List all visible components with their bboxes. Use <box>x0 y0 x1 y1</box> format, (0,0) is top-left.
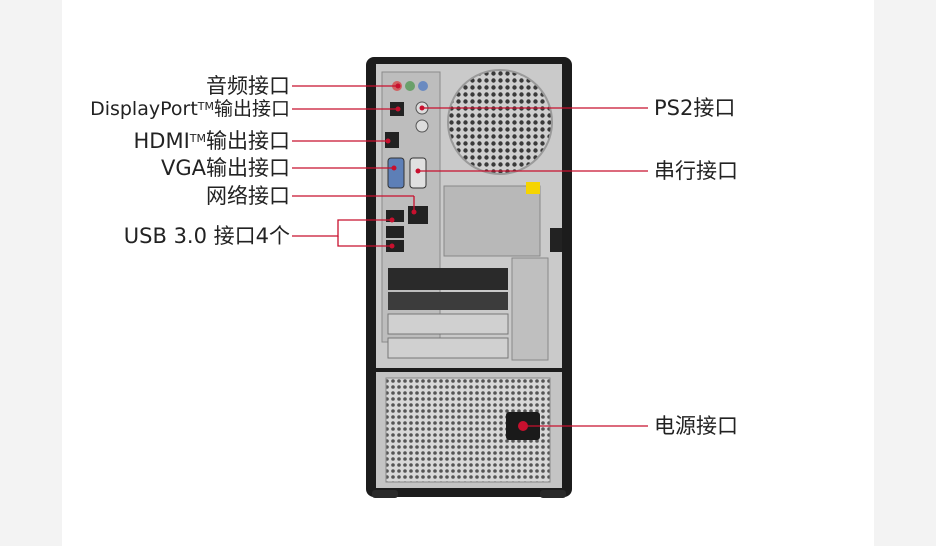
power-supply <box>385 377 551 483</box>
label-hdmi: HDMITM输出接口 <box>133 129 291 153</box>
rear-fan-icon <box>447 69 553 175</box>
label-network: 网络接口 <box>206 184 290 208</box>
label-ps2: PS2接口 <box>654 96 736 120</box>
label-displayport: DisplayPortTM输出接口 <box>90 98 290 120</box>
label-power: 电源接口 <box>654 414 738 438</box>
label-audio: 音频接口 <box>206 74 290 98</box>
leader-lines <box>292 85 648 427</box>
label-serial: 串行接口 <box>654 159 738 183</box>
label-usb: USB 3.0 接口4个 <box>123 224 290 248</box>
leader-dots <box>385 83 425 249</box>
expansion-slots <box>387 257 549 361</box>
label-vga: VGA输出接口 <box>160 156 290 180</box>
side-vents <box>443 182 562 257</box>
